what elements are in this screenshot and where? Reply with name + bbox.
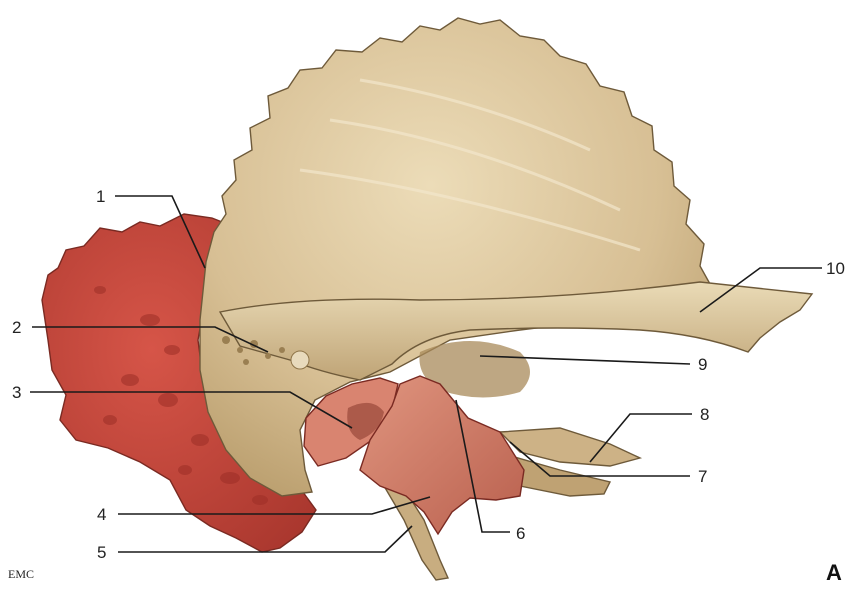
callout-2: 2	[12, 318, 21, 337]
callout-9: 9	[698, 355, 707, 374]
callout-7: 7	[698, 467, 707, 486]
callout-8: 8	[700, 405, 709, 424]
callout-1: 1	[96, 187, 105, 206]
panel-letter: A	[826, 560, 842, 584]
callout-4: 4	[97, 505, 106, 524]
callout-10: 10	[826, 259, 845, 278]
callout-6: 6	[516, 524, 525, 543]
emc-logo: EMC	[8, 567, 34, 581]
callout-5: 5	[97, 543, 106, 562]
callout-3: 3	[12, 383, 21, 402]
